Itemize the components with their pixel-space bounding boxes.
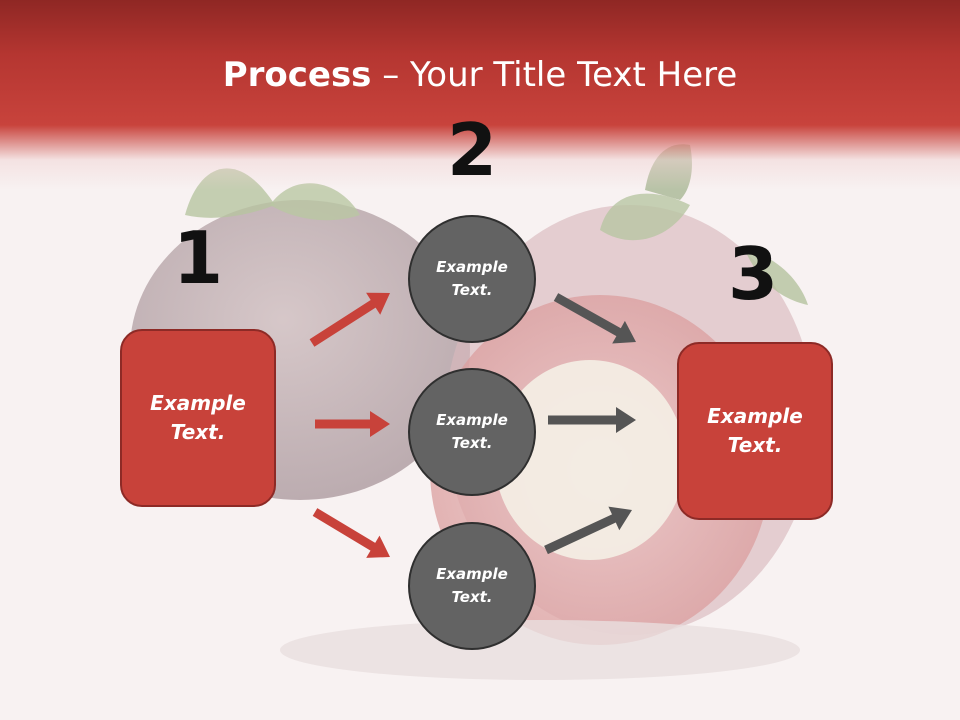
circle-bottom-label: Example Text. [436,565,508,606]
circle-middle-label: Example Text. [436,411,508,452]
title-banner [0,0,960,190]
step-2-circle-bottom: Example Text. [408,522,536,650]
step-1-box: Example Text. [120,329,276,507]
page-title: Process – Your Title Text Here [0,52,960,98]
title-bold: Process [222,55,372,95]
step-3-box: Example Text. [677,342,833,520]
arrow-1-to-2-middle [315,411,390,437]
circle-top-label: Example Text. [436,258,508,299]
arrow-2-middle-to-3 [548,407,636,433]
arrow-1-to-2-top [309,292,390,347]
arrow-2-top-to-3 [553,293,636,344]
step-3-number: 3 [727,232,779,316]
step-1-number: 1 [172,216,224,300]
step-2-circle-top: Example Text. [408,215,536,343]
arrow-1-to-2-bottom [312,508,390,558]
title-rest: – Your Title Text Here [371,55,738,95]
step-1-label: Example Text. [150,391,246,444]
step-3-label: Example Text. [707,404,803,457]
step-2-number: 2 [446,108,498,192]
step-2-circle-middle: Example Text. [408,368,536,496]
arrow-2-bottom-to-3 [544,506,632,555]
